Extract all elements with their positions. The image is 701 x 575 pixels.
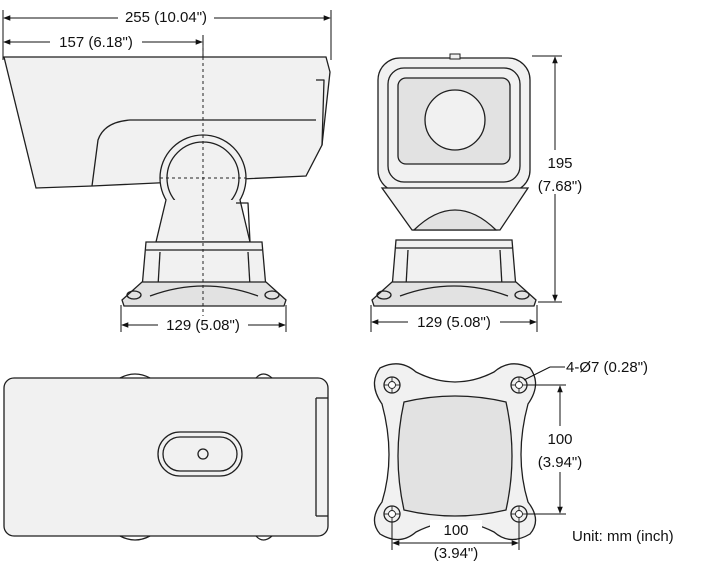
top-window	[157, 431, 243, 477]
mount-plate-view: 4-Ø7 (0.28") 100 (3.94") 100 (3.94")	[373, 359, 648, 562]
dim-holes: 4-Ø7 (0.28")	[566, 359, 648, 376]
dim-mount-height-mm: 100	[547, 431, 572, 448]
dim-front-base-width: 129 (5.08")	[417, 314, 491, 331]
unit-note: Unit: mm (inch)	[572, 528, 674, 545]
base-side	[141, 241, 267, 289]
side-view: 255 (10.04") 157 (6.18") 129 (5.08")	[2, 8, 332, 334]
dim-overall-length: 255 (10.04")	[125, 9, 207, 26]
front-view: 195 (7.68") 129 (5.08")	[370, 53, 587, 332]
base-front	[391, 239, 517, 289]
mount-flange-front	[371, 281, 537, 307]
dim-front-to-center: 157 (6.18")	[59, 34, 133, 51]
mount-flange-side	[121, 281, 287, 307]
dim-height-in: (7.68")	[538, 178, 583, 195]
lens	[424, 89, 486, 151]
dim-mount-width-in: (3.94")	[434, 545, 479, 562]
top-view	[3, 373, 329, 541]
camera-housing-side	[3, 56, 331, 189]
dim-side-base-width: 129 (5.08")	[166, 317, 240, 334]
dim-mount-height-in: (3.94")	[538, 454, 583, 471]
dim-height-mm: 195	[547, 155, 572, 172]
dim-mount-width-mm: 100	[443, 522, 468, 539]
